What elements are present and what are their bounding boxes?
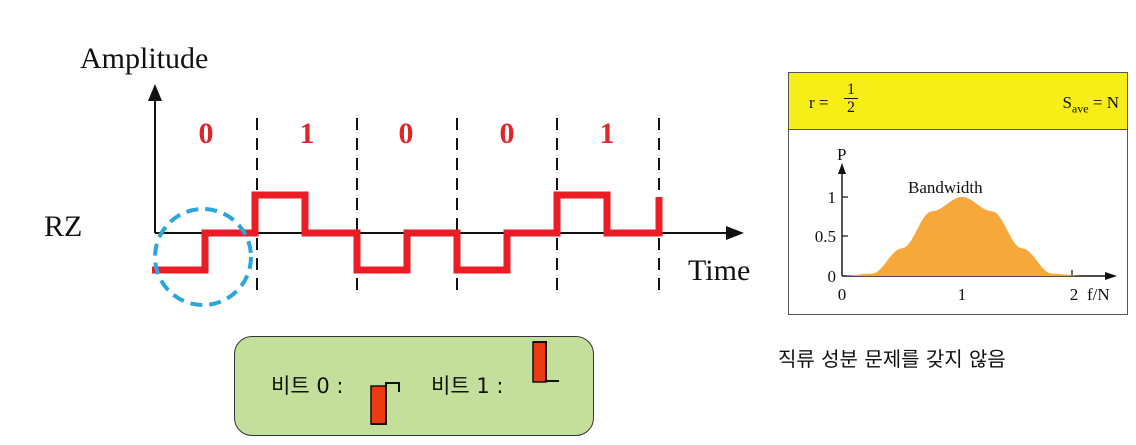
bandwidth-label: Bandwidth bbox=[908, 178, 983, 197]
ratio-denominator: 2 bbox=[844, 98, 858, 116]
rz-waveform-diagram: Amplitude RZ Time 0 1 0 0 1 bbox=[44, 42, 750, 307]
saverage-label: Save = N bbox=[1063, 93, 1120, 116]
bit0-pulse-icon bbox=[370, 382, 400, 425]
y-tick-label: 1 bbox=[828, 188, 837, 207]
power-spectrum-panel: r = 1 2 Save = N P Bandwidth 1 0.5 0 0 bbox=[788, 72, 1128, 315]
x-axis-arrow-icon bbox=[726, 226, 744, 240]
ratio-prefix: r = bbox=[809, 93, 829, 112]
x-unit-label: f/N bbox=[1087, 285, 1110, 304]
x-tick-label: 1 bbox=[958, 285, 967, 304]
dc-component-note: 직류 성분 문제를 갖지 않음 bbox=[778, 347, 1006, 371]
y-axis-arrow-icon bbox=[148, 84, 162, 101]
y-tick-label: 0 bbox=[828, 267, 837, 286]
p-axis-label: P bbox=[837, 145, 846, 164]
bit-value: 0 bbox=[399, 117, 414, 150]
spectrum-y-arrow-icon bbox=[838, 163, 846, 174]
highlight-circle bbox=[153, 207, 253, 307]
bit-value: 0 bbox=[500, 117, 515, 150]
rz-label: RZ bbox=[44, 210, 82, 243]
bit-value: 0 bbox=[199, 117, 214, 150]
spectrum-header: r = 1 2 Save = N bbox=[789, 73, 1127, 130]
y-tick-label: 0.5 bbox=[815, 227, 836, 246]
bit-legend-box: 비트 0 : 비트 1 : bbox=[234, 336, 594, 436]
ratio-fraction: 1 2 bbox=[844, 81, 858, 116]
x-tick-label: 0 bbox=[838, 285, 847, 304]
spectrum-chart: P Bandwidth 1 0.5 0 0 1 2 f/N bbox=[815, 145, 1117, 304]
saverage-sub: ave bbox=[1071, 101, 1089, 116]
bit-value: 1 bbox=[600, 117, 615, 150]
power-spectrum-curve bbox=[842, 197, 1082, 276]
saverage-rest: = N bbox=[1088, 93, 1119, 112]
legend-bit1-label: 비트 1 : bbox=[431, 374, 504, 398]
time-label: Time bbox=[688, 254, 750, 287]
amplitude-label: Amplitude bbox=[80, 42, 208, 75]
rz-signal-line bbox=[152, 191, 663, 274]
saverage-main: S bbox=[1062, 93, 1072, 112]
legend-bit0-label: 비트 0 : bbox=[271, 374, 344, 398]
x-tick-label: 2 bbox=[1070, 285, 1079, 304]
bit1-pulse-icon bbox=[532, 341, 559, 383]
bit-value: 1 bbox=[300, 117, 315, 150]
ratio-numerator: 1 bbox=[847, 81, 855, 98]
spectrum-x-arrow-icon bbox=[1105, 272, 1117, 280]
